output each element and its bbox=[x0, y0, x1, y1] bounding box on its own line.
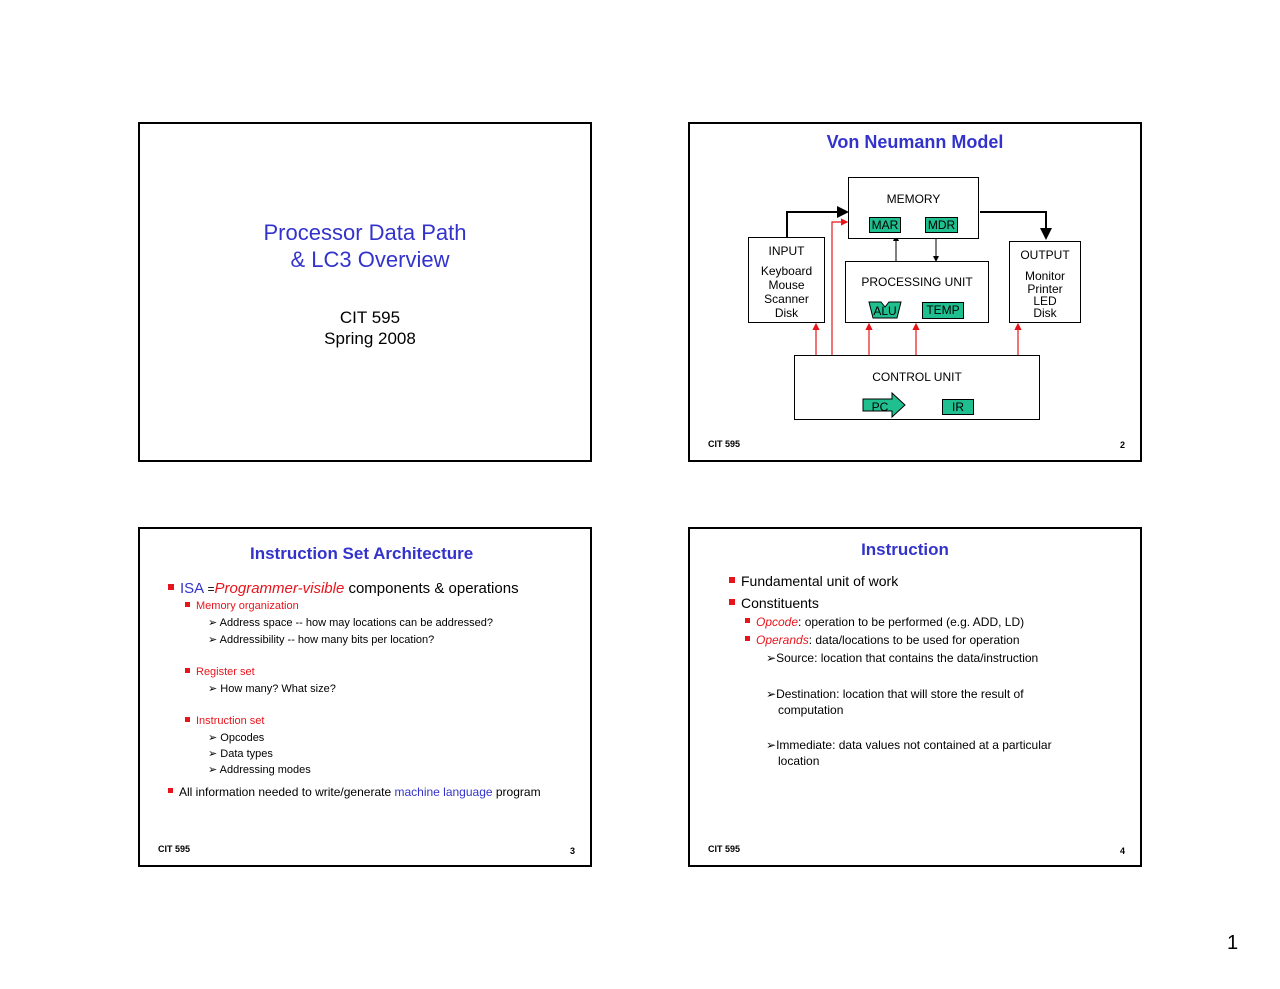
bullet-square bbox=[185, 716, 190, 722]
slide4-page-number: 4 bbox=[1120, 846, 1126, 856]
input-to-memory-arrow bbox=[786, 206, 849, 239]
operands-item: Operands: data/locations to be used for … bbox=[745, 633, 1020, 647]
fundamental-bullet: Fundamental unit of work bbox=[729, 573, 898, 589]
input-item: Mouse bbox=[768, 278, 805, 292]
opcode-item: Opcode: operation to be performed (e.g. … bbox=[745, 615, 1024, 629]
processing-unit-label: PROCESSING UNIT bbox=[861, 275, 973, 289]
control-to-memory-arrow bbox=[831, 218, 849, 356]
bullet-square bbox=[745, 618, 750, 624]
arrow-bullet-icon: ➢ bbox=[208, 764, 220, 776]
temp-register: TEMP bbox=[922, 302, 964, 319]
mar-register: MAR bbox=[869, 217, 901, 233]
processing-unit-box bbox=[845, 261, 989, 323]
slide-4: Instruction Fundamental unit of work Con… bbox=[688, 527, 1142, 867]
bullet-square bbox=[729, 577, 735, 584]
slide3-footer-left: CIT 595 bbox=[158, 844, 191, 854]
output-item: Monitor bbox=[1024, 269, 1065, 283]
input-box bbox=[748, 237, 825, 323]
instruction-set-item: Instruction set bbox=[185, 715, 264, 727]
control-unit-label: CONTROL UNIT bbox=[872, 370, 962, 384]
arrow-bullet-icon: ➢ bbox=[766, 687, 777, 701]
how-many-item: ➢ How many? What size? bbox=[208, 683, 336, 695]
slide2-page-number: 2 bbox=[1120, 440, 1126, 450]
pc-arrow-shape bbox=[862, 392, 906, 418]
arrow-bullet-icon: ➢ bbox=[766, 651, 777, 665]
arrow-bullet-icon: ➢ bbox=[208, 683, 221, 695]
arrow-bullet-icon: ➢ bbox=[208, 748, 221, 760]
memory-label: MEMORY bbox=[886, 192, 941, 206]
output-item: Disk bbox=[1033, 306, 1057, 320]
output-box bbox=[1009, 241, 1081, 323]
memory-organization-item: Memory organization bbox=[185, 600, 299, 612]
page-number: 1 bbox=[1227, 932, 1239, 954]
data-types-item: ➢ Data types bbox=[208, 748, 273, 760]
input-item: Disk bbox=[774, 306, 799, 320]
output-item: LED bbox=[1033, 294, 1057, 308]
ir-register: IR bbox=[942, 399, 974, 415]
alu-shape bbox=[868, 301, 902, 319]
slide-1: Processor Data Path & LC3 Overview CIT 5… bbox=[138, 122, 592, 462]
slide4-footer-left: CIT 595 bbox=[708, 844, 741, 854]
output-item: Printer bbox=[1027, 282, 1063, 296]
alu-label: ALU bbox=[873, 304, 897, 318]
slide4-title: Instruction bbox=[861, 540, 949, 559]
arrow-bullet-icon: ➢ bbox=[208, 634, 220, 646]
bullet-square bbox=[729, 599, 735, 606]
slide-3: Instruction Set Architecture ISA =Progra… bbox=[138, 527, 592, 867]
destination-item-cont: computation bbox=[778, 703, 844, 717]
bullet-square bbox=[185, 601, 190, 607]
immediate-item: ➢Immediate: data values not contained at… bbox=[766, 738, 1052, 752]
immediate-item-cont: location bbox=[778, 754, 820, 768]
input-item: Scanner bbox=[764, 292, 809, 306]
register-set-item: Register set bbox=[185, 666, 255, 678]
memory-to-output-arrow bbox=[980, 211, 1052, 240]
slide1-title-line2: & LC3 Overview bbox=[290, 247, 450, 272]
von-neumann-connectors bbox=[786, 206, 1052, 356]
output-label: OUTPUT bbox=[1020, 248, 1070, 262]
isa-bullet: ISA =Programmer-visible components & ope… bbox=[168, 580, 519, 597]
bullet-square bbox=[168, 788, 173, 794]
opcodes-item: ➢ Opcodes bbox=[208, 732, 265, 744]
pc-label: PC bbox=[871, 400, 889, 414]
slide1-title-line1: Processor Data Path bbox=[263, 220, 467, 245]
control-unit-box bbox=[794, 355, 1040, 420]
mdr-register: MDR bbox=[925, 217, 958, 233]
slide-2: Von Neumann Model MEMORY MAR MDR bbox=[688, 122, 1142, 462]
slide3-title: Instruction Set Architecture bbox=[250, 544, 474, 563]
bullet-square bbox=[185, 667, 190, 673]
destination-item: ➢Destination: location that will store t… bbox=[766, 687, 1024, 701]
source-item: ➢Source: location that contains the data… bbox=[766, 651, 1039, 665]
bullet-square bbox=[168, 584, 174, 591]
slide1-course: CIT 595 bbox=[339, 308, 401, 327]
slide2-footer-left: CIT 595 bbox=[708, 439, 741, 449]
arrow-bullet-icon: ➢ bbox=[208, 617, 220, 629]
constituents-bullet: Constituents bbox=[729, 595, 819, 611]
arrow-bullet-icon: ➢ bbox=[208, 732, 221, 744]
memory-box bbox=[848, 177, 979, 239]
addressability-item: ➢ Addressibility -- how many bits per lo… bbox=[208, 634, 435, 646]
all-info-bullet: All information needed to write/generate… bbox=[168, 785, 541, 799]
input-label: INPUT bbox=[768, 244, 805, 258]
arrow-bullet-icon: ➢ bbox=[766, 738, 777, 752]
bullet-square bbox=[745, 636, 750, 642]
slide1-term: Spring 2008 bbox=[324, 329, 416, 348]
address-space-item: ➢ Address space -- how may locations can… bbox=[208, 617, 493, 629]
slide3-page-number: 3 bbox=[570, 846, 576, 856]
input-item: Keyboard bbox=[760, 264, 813, 278]
slide2-title: Von Neumann Model bbox=[826, 132, 1004, 152]
addressing-modes-item: ➢ Addressing modes bbox=[208, 764, 311, 776]
